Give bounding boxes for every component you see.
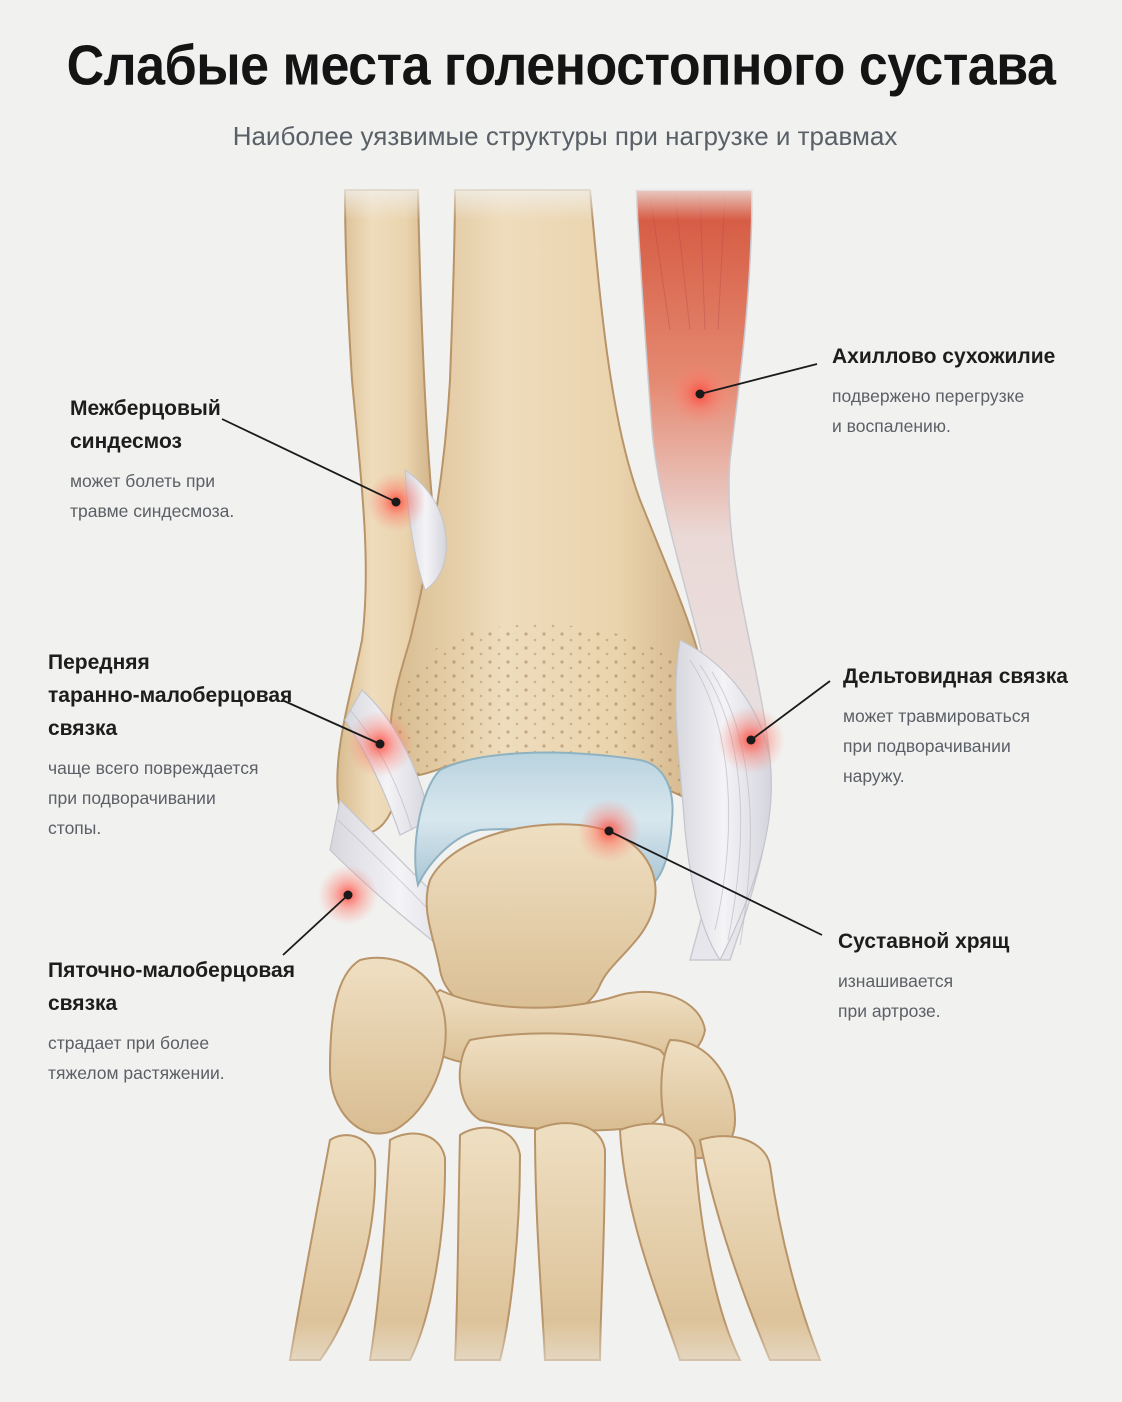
callout-title: Межберцовый синдесмоз xyxy=(70,397,221,453)
callout-description: может травмироваться при подворачивании … xyxy=(843,706,1030,786)
cuneiform-bone-1 xyxy=(458,1032,674,1132)
callout-cfl: Пяточно-малоберцовая связка страдает при… xyxy=(48,954,308,1088)
callout-cartilage: Суставной хрящ изнашивается при артрозе. xyxy=(838,925,1098,1026)
leader-dot-deltoid xyxy=(746,735,756,745)
page-title: Слабые места голеностопного сустава xyxy=(66,34,1056,98)
callout-title: Ахиллово сухожилие xyxy=(832,345,1056,368)
leader-dot-achilles xyxy=(695,389,705,399)
talus-bone xyxy=(425,823,657,1022)
callout-deltoid: Дельтовидная связка может травмироваться… xyxy=(843,660,1113,791)
metatarsal-bones xyxy=(288,1122,822,1361)
leader-dot-cartilage xyxy=(604,826,614,836)
leader-line-syndesmosis xyxy=(221,418,397,503)
leader-line-cfl xyxy=(282,894,349,956)
callout-description: подвержено перегрузке и воспалению. xyxy=(832,386,1025,436)
leader-dot-cfl xyxy=(343,890,353,900)
callout-atfl: Передняя таранно-малоберцовая связка чащ… xyxy=(48,646,308,843)
leader-dot-syndesmosis xyxy=(391,497,401,507)
page-subtitle: Наиболее уязвимые структуры при нагрузке… xyxy=(232,121,898,151)
leader-dot-atfl xyxy=(375,739,385,749)
callout-title: Передняя таранно-малоберцовая связка xyxy=(48,651,293,740)
callout-description: изнашивается при артрозе. xyxy=(838,971,954,1021)
callout-syndesmosis: Межберцовый синдесмоз может болеть при т… xyxy=(70,392,290,526)
callout-title: Дельтовидная связка xyxy=(843,665,1068,688)
callout-description: чаще всего повреждается при подворачиван… xyxy=(48,758,259,838)
callout-description: может болеть при травме синдесмоза. xyxy=(70,471,235,521)
cuboid-bone xyxy=(328,956,447,1135)
callout-title: Суставной хрящ xyxy=(838,930,1010,953)
callout-achilles: Ахиллово сухожилие подвержено перегрузке… xyxy=(832,340,1102,441)
leader-line-deltoid xyxy=(750,680,831,741)
callout-description: страдает при более тяжелом растяжении. xyxy=(48,1033,225,1083)
callout-title: Пяточно-малоберцовая связка xyxy=(48,959,295,1015)
leader-line-cartilage xyxy=(608,830,823,936)
leader-line-achilles xyxy=(699,363,818,395)
leader-line-atfl xyxy=(281,699,381,745)
